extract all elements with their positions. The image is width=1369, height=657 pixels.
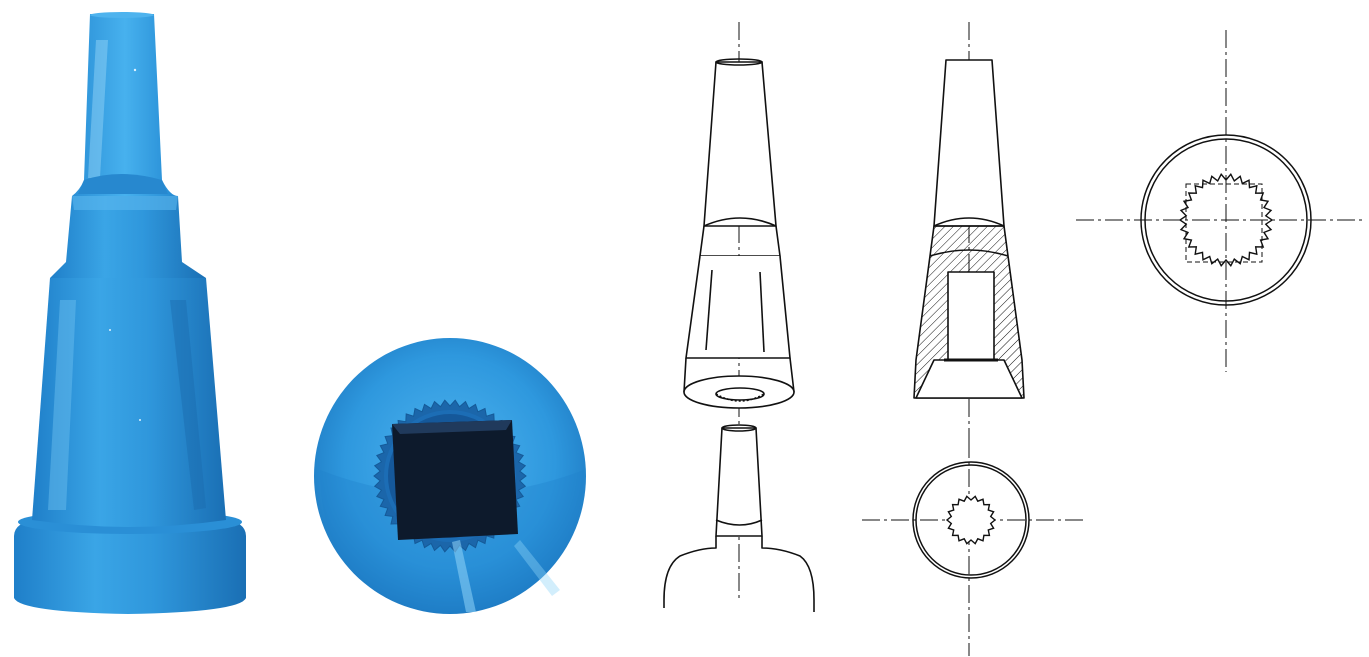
spline-teeth <box>945 495 997 545</box>
photo-end-view <box>314 338 586 614</box>
sketch-perspective <box>663 22 815 612</box>
spline-teeth <box>1178 173 1274 267</box>
serrated-spline <box>945 495 997 545</box>
serrated-spline <box>1178 173 1274 267</box>
end-view-small <box>862 440 1086 656</box>
photo-side-view <box>14 12 246 614</box>
end-view-large <box>1076 30 1366 372</box>
section-view <box>913 22 1025 440</box>
